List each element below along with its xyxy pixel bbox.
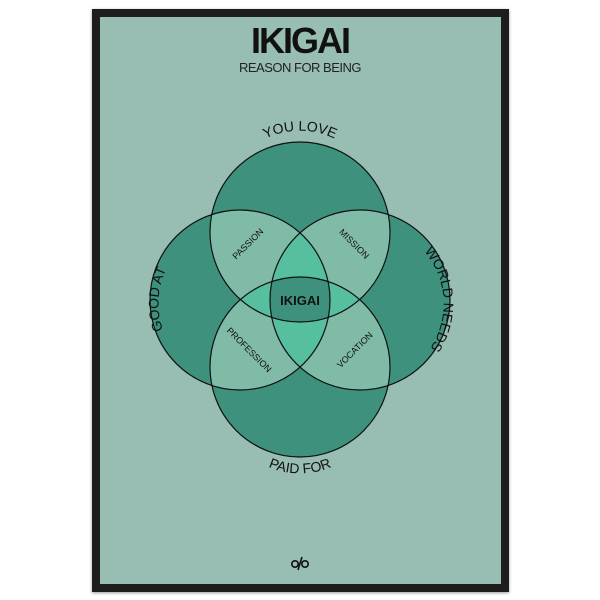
circle-outlines (149, 141, 451, 458)
label-ikigai: IKIGAI (280, 293, 320, 308)
poster-subtitle: REASON FOR BEING (238, 60, 362, 75)
label-you-love: YOU LOVE (260, 118, 339, 142)
triple-overlaps (210, 210, 390, 390)
percent-slash-logo-icon (290, 556, 310, 571)
label-paid-for: PAID FOR (267, 455, 333, 477)
poster-title: IKIGAI (250, 20, 351, 61)
